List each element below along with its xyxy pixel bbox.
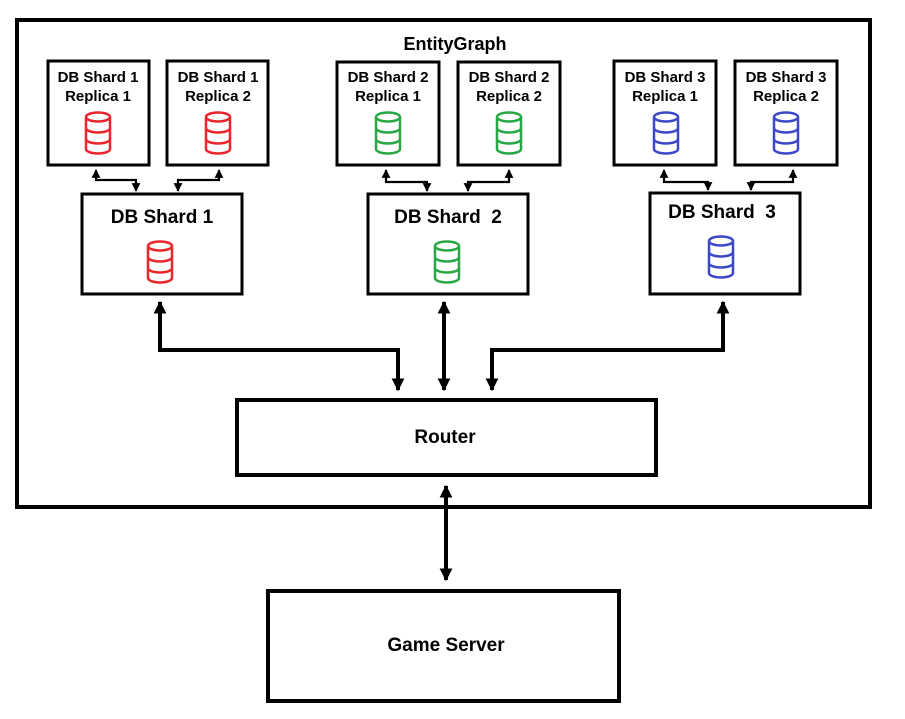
replica-label-line2: Replica 1 — [355, 88, 421, 105]
replica-label-line2: Replica 2 — [185, 88, 251, 105]
replica-connector-arrow — [381, 169, 432, 192]
replica-connector-arrow — [463, 169, 514, 192]
replica-connector-arrow — [659, 169, 713, 191]
replica-label-line2: Replica 2 — [476, 88, 542, 105]
shard3-router-arrow — [485, 300, 730, 392]
replica-label-line1: DB Shard 1 — [58, 69, 139, 86]
game-server-label: Game Server — [387, 635, 505, 656]
shard1-router-arrow — [153, 300, 405, 392]
replica-connector-arrow — [173, 169, 224, 192]
router-box — [235, 398, 658, 477]
replica-label-line2: Replica 1 — [632, 88, 698, 105]
game-server-box — [266, 589, 621, 703]
shard-label: DB Shard 2 — [394, 207, 502, 228]
shard-group-1: DB Shard 1 Replica 1 DB Shard 1 Replica … — [46, 59, 270, 296]
router-label: Router — [414, 427, 476, 448]
shard-group-2: DB Shard 2 Replica 1 DB Shard 2 Replica … — [335, 60, 562, 296]
replica-label-line2: Replica 2 — [753, 88, 819, 105]
replica-label-line1: DB Shard 3 — [746, 69, 827, 86]
replica-connectors — [91, 169, 798, 192]
shard-group-3: DB Shard 3 Replica 1 DB Shard 3 Replica … — [612, 59, 839, 296]
replica-label-line1: DB Shard 2 — [348, 69, 429, 86]
replica-label-line1: DB Shard 1 — [178, 69, 259, 86]
shard-box — [80, 192, 244, 296]
replica-label-line1: DB Shard 2 — [469, 69, 550, 86]
shard-router-connectors — [153, 300, 730, 392]
replica-connector-arrow — [91, 169, 141, 192]
replica-label-line2: Replica 1 — [65, 88, 131, 105]
replica-connector-arrow — [746, 169, 798, 191]
entitygraph-title: EntityGraph — [403, 34, 506, 54]
shard-label: DB Shard 1 — [111, 207, 214, 228]
replica-label-line1: DB Shard 3 — [625, 69, 706, 86]
shard-label: DB Shard 3 — [668, 202, 776, 223]
shard-box — [366, 192, 530, 296]
